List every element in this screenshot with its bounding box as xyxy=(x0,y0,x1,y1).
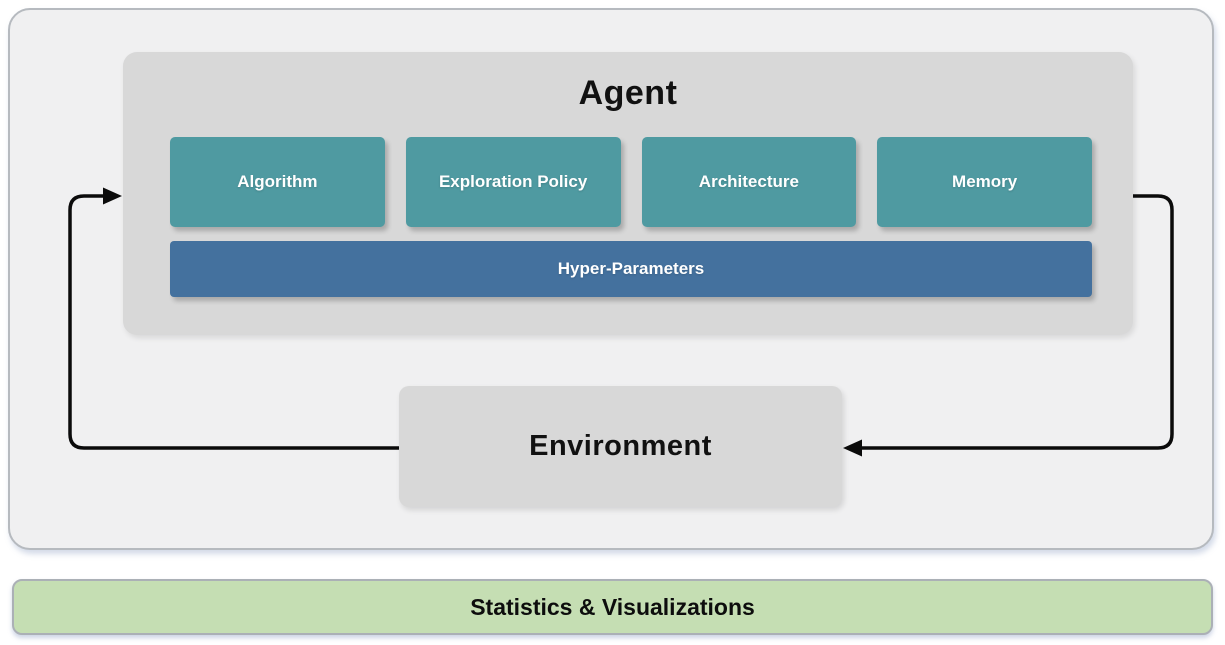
hyper-parameters-bar: Hyper-Parameters xyxy=(170,241,1092,297)
module-box-memory: Memory xyxy=(877,137,1092,227)
module-box-architecture: Architecture xyxy=(641,137,857,227)
module-box-algorithm: Algorithm xyxy=(170,137,385,227)
agent-modules-row: Algorithm Exploration Policy Architectur… xyxy=(170,137,1092,227)
environment-box: Environment xyxy=(399,386,842,507)
module-box-exploration-policy: Exploration Policy xyxy=(405,137,621,227)
agent-panel: Agent Algorithm Exploration Policy Archi… xyxy=(123,52,1133,335)
agent-title: Agent xyxy=(578,74,678,112)
statistics-visualizations-bar: Statistics & Visualizations xyxy=(12,579,1213,635)
